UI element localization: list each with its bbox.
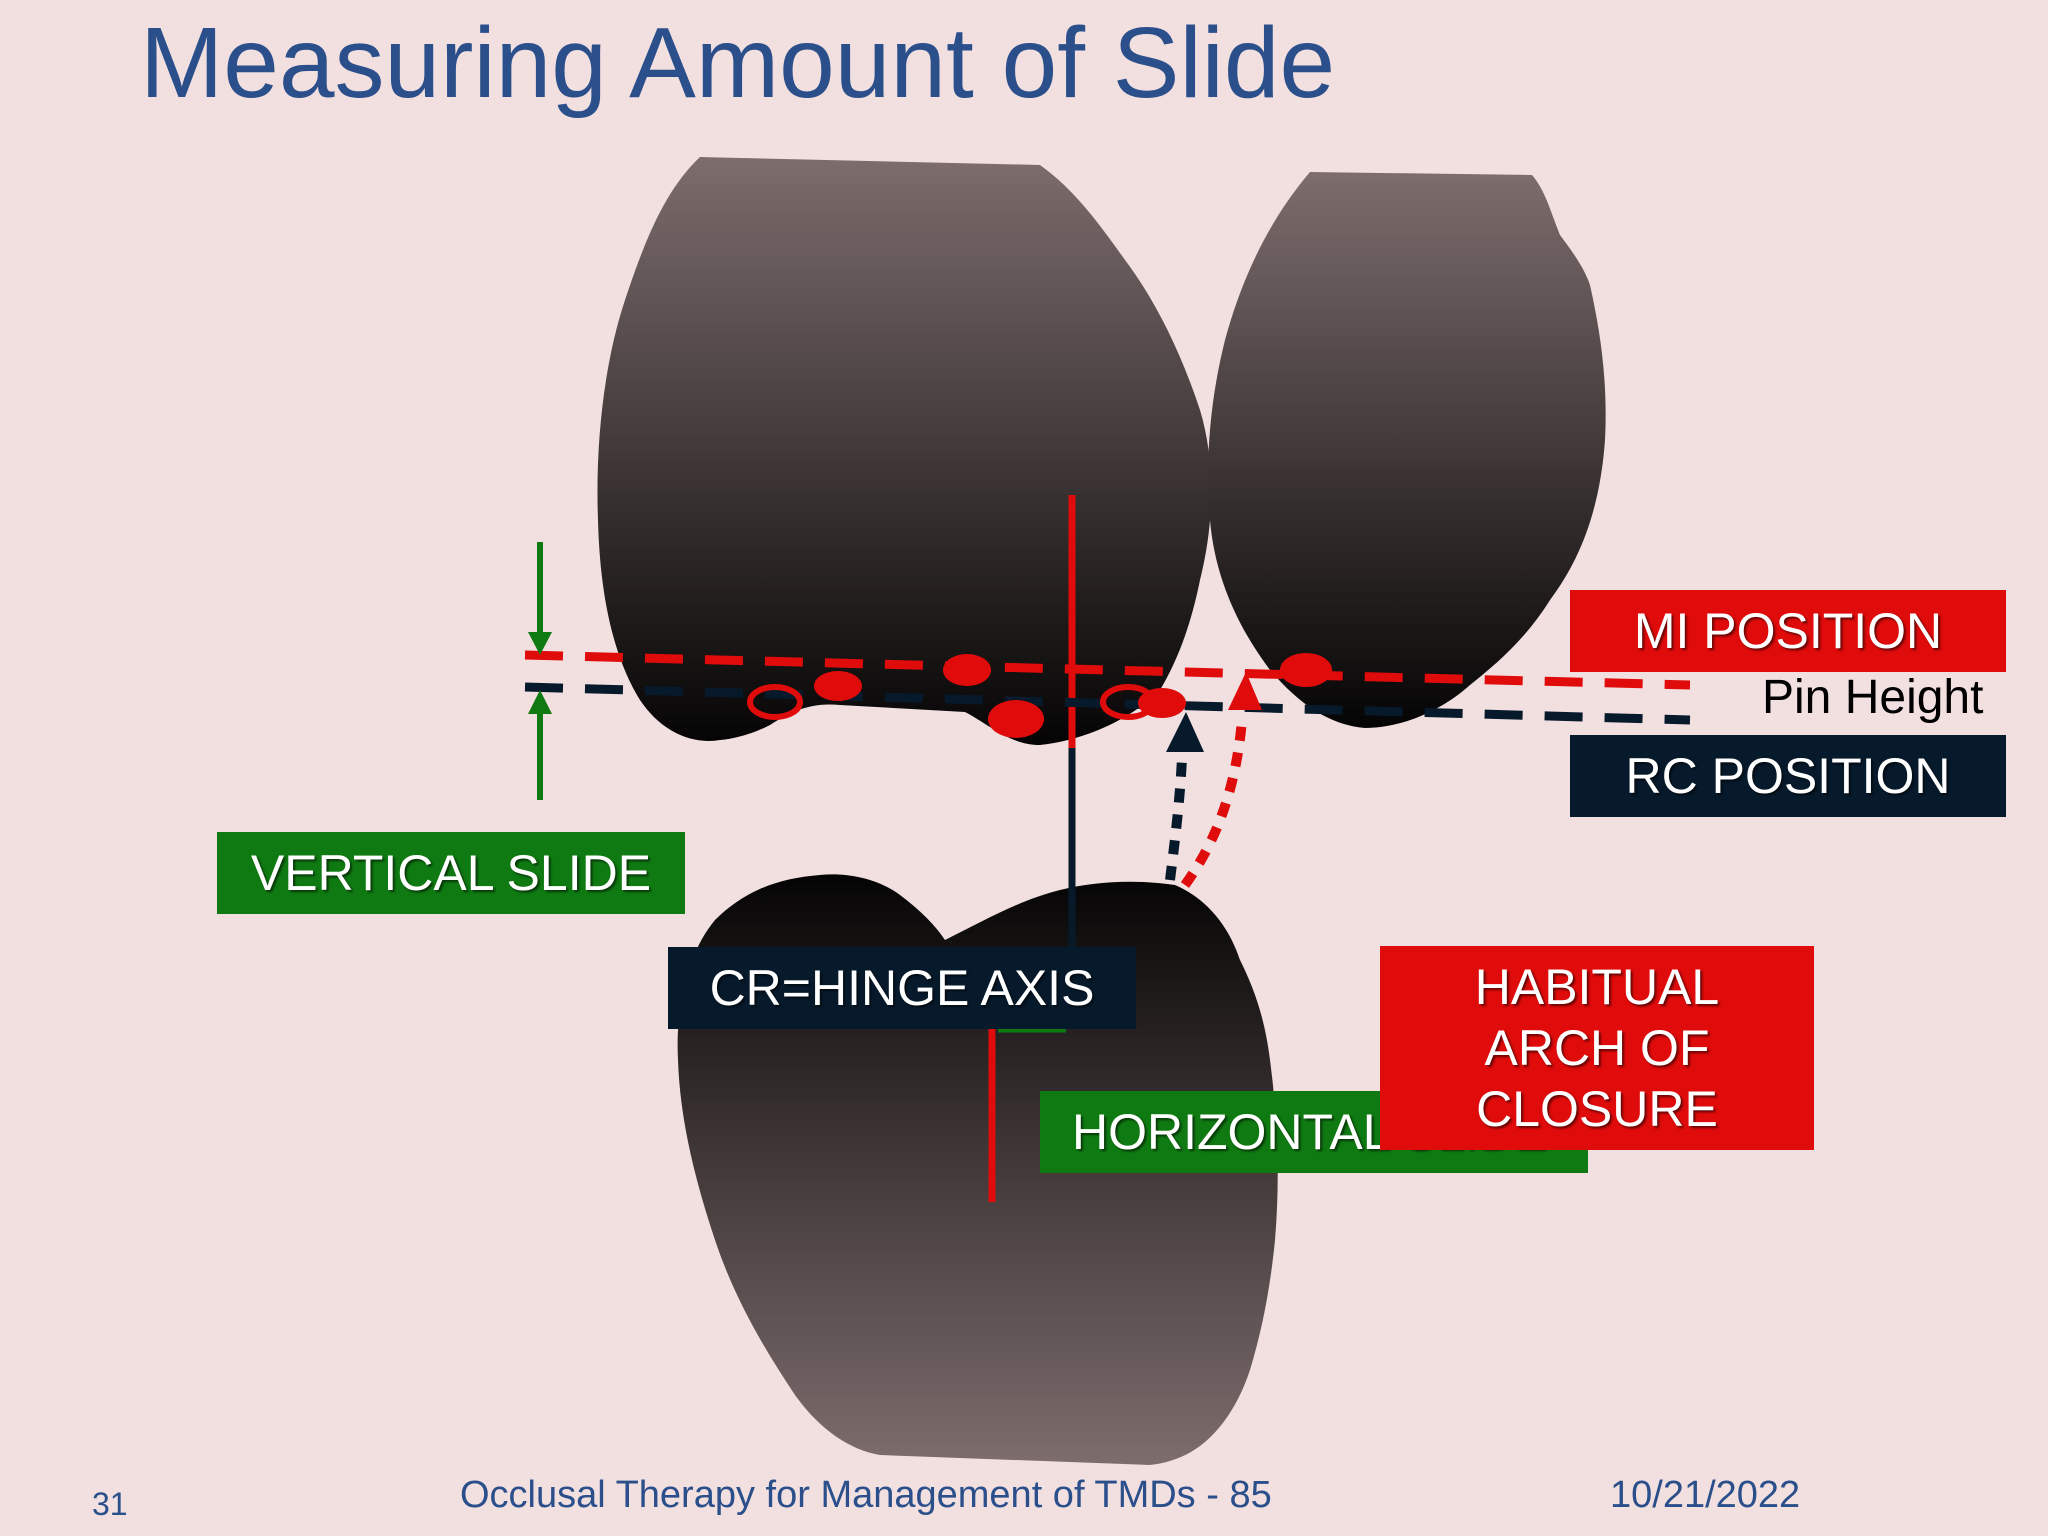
mi-position-line <box>524 650 1691 690</box>
contact-dot-2 <box>943 654 991 686</box>
slide-title: Measuring Amount of Slide <box>140 7 1336 119</box>
contact-dot-5 <box>1280 653 1332 687</box>
vertical-slide-arrowhead-bottom <box>528 690 552 714</box>
mi-position-label: MI POSITION <box>1570 590 2006 672</box>
cr-hinge-axis-label: CR=HINGE AXIS <box>668 947 1136 1029</box>
upper-right-tooth <box>1208 172 1606 728</box>
pin-height-label: Pin Height <box>1762 671 1984 724</box>
footer-course-title: Occlusal Therapy for Management of TMDs … <box>460 1474 1272 1516</box>
footer-date: 10/21/2022 <box>1610 1474 1801 1516</box>
rc-closure-arrowhead <box>1166 712 1204 752</box>
page-number: 31 <box>92 1486 128 1522</box>
mi-closure-arrowhead <box>1228 672 1262 710</box>
contact-dot-4 <box>1138 688 1186 718</box>
rc-position-label: RC POSITION <box>1570 735 2006 817</box>
vertical-slide-arrowhead-top <box>528 632 552 655</box>
rc-position-line <box>524 682 1691 725</box>
upper-left-tooth <box>597 157 1212 745</box>
rc-closure-path <box>1165 757 1187 881</box>
contact-dot-1 <box>814 671 862 701</box>
habitual-arch-label: HABITUAL ARCH OF CLOSURE <box>1380 946 1814 1150</box>
contact-dot-3 <box>988 700 1044 738</box>
contact-hollow-left <box>747 684 803 720</box>
vertical-slide-label: VERTICAL SLIDE <box>217 832 685 914</box>
